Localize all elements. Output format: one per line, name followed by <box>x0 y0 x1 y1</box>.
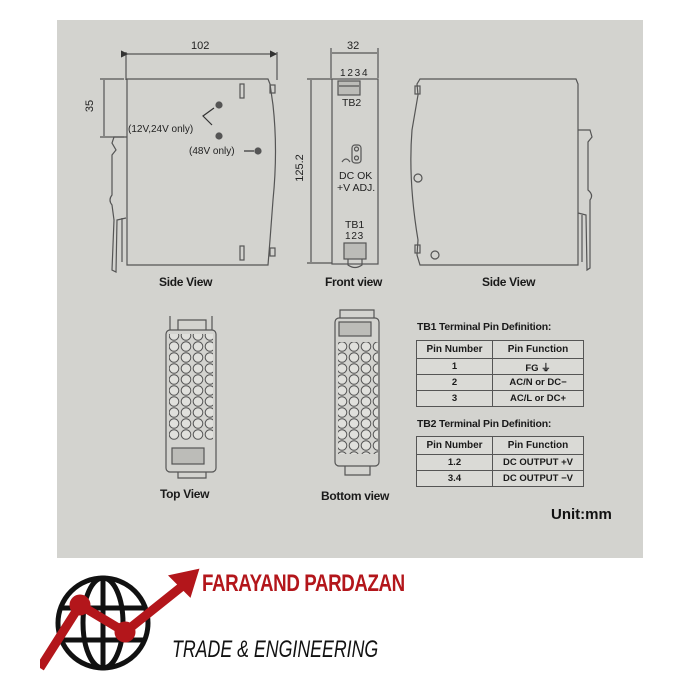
side-view-right-label: Side View <box>482 275 536 289</box>
tb1-pin-table: Pin Number Pin Function 1 FG ⏚ 2 AC/N or… <box>416 340 584 407</box>
company-tagline: TRADE & ENGINEERING <box>172 636 379 663</box>
top-view-drawing <box>165 316 217 479</box>
tb2-label: TB2 <box>342 97 362 109</box>
pin-number-cell: 3.4 <box>416 470 493 487</box>
table-header-row: Pin Number Pin Function <box>416 340 584 359</box>
pin-function-cell: AC/N or DC− <box>492 374 584 391</box>
pin-function-cell: FG ⏚ <box>492 358 584 375</box>
dim-width-32: 32 <box>347 40 360 52</box>
top-view-label: Top View <box>160 487 210 501</box>
header-pin-function: Pin Function <box>492 340 584 359</box>
table-row: 1.2 DC OUTPUT +V <box>416 454 584 471</box>
table-header-row: Pin Number Pin Function <box>416 436 584 455</box>
front-view-label: Front view <box>325 275 383 289</box>
table-row: 3 AC/L or DC+ <box>416 390 584 407</box>
front-view-drawing <box>307 48 379 269</box>
v-adj-label: +V ADJ. <box>337 182 376 194</box>
table-row: 1 FG ⏚ <box>416 358 584 375</box>
note-48v-only: (48V only) <box>189 146 235 157</box>
dc-ok-label: DC OK <box>339 170 373 182</box>
tb2-table-title: TB2 Terminal Pin Definition: <box>417 418 552 430</box>
dim-rail-35: 35 <box>84 99 97 113</box>
pin-number-cell: 1 <box>416 358 493 375</box>
pin-function-cell: DC OUTPUT +V <box>492 454 584 471</box>
side-view-right-drawing <box>410 78 593 272</box>
pin-number-cell: 2 <box>416 374 493 391</box>
bottom-view-label: Bottom view <box>321 489 390 503</box>
technical-drawing <box>100 48 593 479</box>
company-name: FARAYAND PARDAZAN <box>202 570 405 597</box>
tb1-table-title: TB1 Terminal Pin Definition: <box>417 321 552 333</box>
side-view-left-drawing <box>100 50 278 273</box>
note-12v-24v-only: (12V,24V only) <box>128 124 194 135</box>
unit-label: Unit:mm <box>551 506 612 523</box>
bottom-view-drawing <box>334 309 380 476</box>
header-pin-number: Pin Number <box>416 340 493 359</box>
table-row: 3.4 DC OUTPUT −V <box>416 470 584 487</box>
side-view-left-label: Side View <box>159 275 213 289</box>
header-pin-number: Pin Number <box>416 436 493 455</box>
pin-function-cell: DC OUTPUT −V <box>492 470 584 487</box>
table-row: 2 AC/N or DC− <box>416 374 584 391</box>
tb1-label: TB1 <box>345 219 365 231</box>
tb2-pin-numbers: 1 2 3 4 <box>340 68 368 79</box>
pin-number-cell: 1.2 <box>416 454 493 471</box>
tb1-pin-numbers: 1 2 3 <box>345 231 363 242</box>
header-pin-function: Pin Function <box>492 436 584 455</box>
tb2-pin-table: Pin Number Pin Function 1.2 DC OUTPUT +V… <box>416 436 584 487</box>
pin-number-cell: 3 <box>416 390 493 407</box>
dim-height-125-2: 125.2 <box>293 154 306 182</box>
pin-function-cell: AC/L or DC+ <box>492 390 584 407</box>
globe-with-rising-arrow-icon <box>40 568 200 671</box>
dim-width-102: 102 <box>191 40 210 52</box>
